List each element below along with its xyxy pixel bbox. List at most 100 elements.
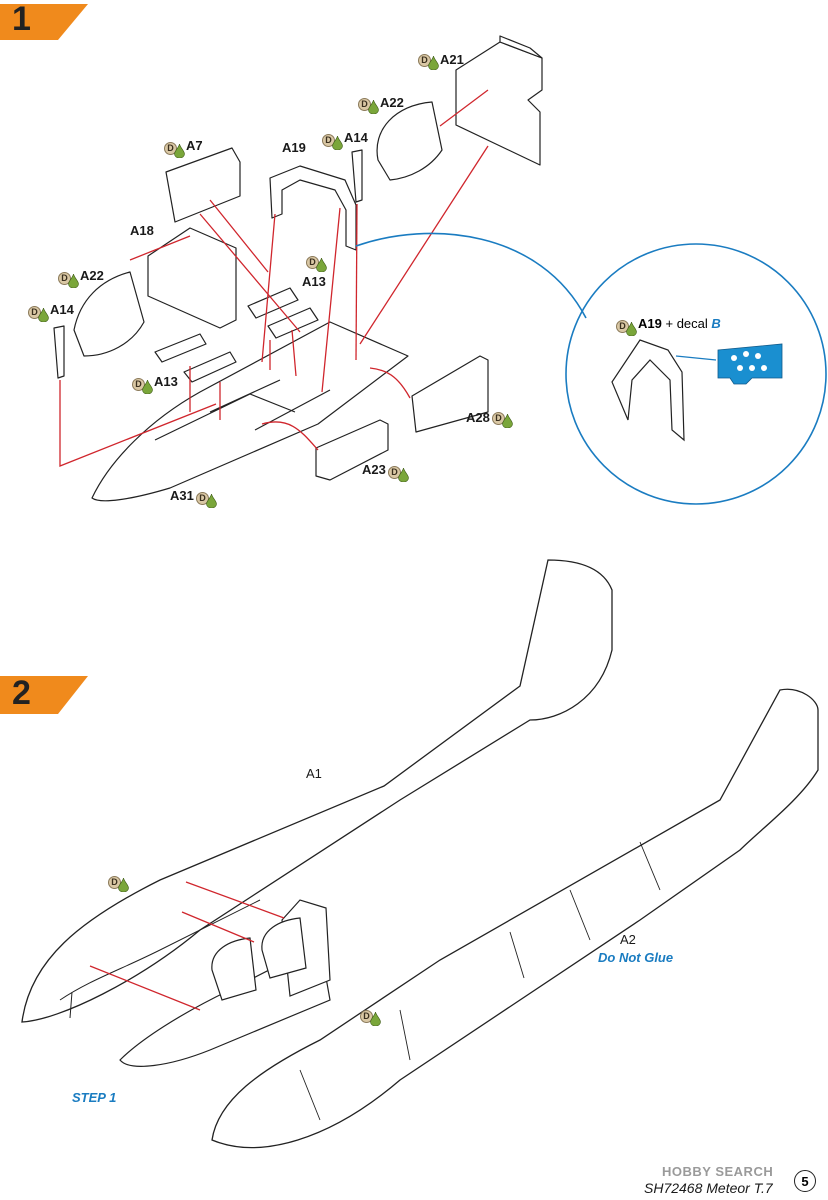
guide-a7 xyxy=(199,199,301,333)
paint-badge: D xyxy=(58,268,79,288)
guide-a13 xyxy=(189,329,297,420)
part-a19-panel xyxy=(269,165,357,251)
do-not-glue-note: Do Not Glue xyxy=(598,950,674,965)
paint-badge: D xyxy=(388,462,409,482)
paint-badge: D xyxy=(360,1006,381,1026)
paint-code: D xyxy=(322,133,335,147)
paint-drop-icon xyxy=(368,100,379,114)
paint-code: D xyxy=(358,97,371,111)
step-2-number: 2 xyxy=(12,674,31,712)
paint-drop-icon xyxy=(316,258,327,272)
paint-badge: D xyxy=(132,374,153,394)
paint-badge: D xyxy=(322,130,343,150)
decal-dial xyxy=(737,365,743,371)
label-a2: A2 xyxy=(620,932,636,947)
label-a23: A23 xyxy=(362,462,386,477)
decal-dial xyxy=(761,365,767,371)
part-a21-bulkhead xyxy=(455,41,543,166)
step-1-tab xyxy=(0,4,88,40)
guide-a14-top xyxy=(355,203,358,361)
paint-badge: D xyxy=(616,316,637,336)
part-a2-panel-lines xyxy=(299,841,661,1121)
paint-drop-icon xyxy=(206,494,217,508)
assembly-seat-rear xyxy=(261,917,307,979)
paint-badge: D xyxy=(28,302,49,322)
paint-code: D xyxy=(164,141,177,155)
paint-code: D xyxy=(492,411,505,425)
paint-code: D xyxy=(360,1009,373,1023)
guide-a22-top xyxy=(439,89,489,127)
paint-drop-icon xyxy=(68,274,79,288)
callout-part: A19 xyxy=(638,316,662,331)
part-a1-fuselage xyxy=(21,559,613,1023)
paint-code: D xyxy=(196,491,209,505)
part-a18-block xyxy=(147,227,237,329)
kit-code: SH72468 Meteor T.7 xyxy=(644,1180,773,1196)
assembly-seat-front xyxy=(211,937,257,1001)
paint-badge: D xyxy=(306,252,327,272)
paint-drop-icon xyxy=(174,144,185,158)
callout-circle xyxy=(565,243,827,505)
paint-badge: D xyxy=(358,94,379,114)
label-a21: A21 xyxy=(440,52,464,67)
watermark: HOBBY SEARCH xyxy=(662,1164,774,1179)
paint-code: D xyxy=(108,875,121,889)
paint-code: D xyxy=(388,465,401,479)
callout-arrow xyxy=(675,355,717,361)
part-a13-seat-left-2 xyxy=(183,351,237,383)
decal-dial xyxy=(731,355,737,361)
decal-dial xyxy=(755,353,761,359)
part-a14-stick-left xyxy=(53,325,65,379)
label-a22-left: A22 xyxy=(80,268,104,283)
label-a19: A19 xyxy=(282,140,306,155)
part-a14-stick-top xyxy=(351,149,363,203)
paint-badge: D xyxy=(164,138,185,158)
part-a22-seatback-top xyxy=(376,101,443,181)
label-a14-left: A14 xyxy=(50,302,74,317)
part-a22-seat-left xyxy=(73,271,145,357)
guide-a14-left xyxy=(59,380,217,467)
label-a18: A18 xyxy=(130,223,154,238)
decal-b xyxy=(717,343,783,385)
guide-a21 xyxy=(359,145,489,345)
paint-drop-icon xyxy=(118,878,129,892)
callout-leader xyxy=(355,232,587,319)
part-a31-cockpit-floor xyxy=(91,321,409,502)
paint-drop-icon xyxy=(626,322,637,336)
paint-badge: D xyxy=(108,872,129,892)
guide-a28 xyxy=(369,367,411,399)
label-a22-top: A22 xyxy=(380,95,404,110)
label-a28: A28 xyxy=(466,410,490,425)
paint-drop-icon xyxy=(370,1012,381,1026)
callout-panel-a19 xyxy=(611,339,685,442)
label-a1: A1 xyxy=(306,766,322,781)
part-a7-side-panel xyxy=(165,147,241,223)
paint-code: D xyxy=(418,53,431,67)
step-1-reference: STEP 1 xyxy=(72,1090,117,1105)
paint-drop-icon xyxy=(38,308,49,322)
guide-a19 xyxy=(261,207,341,393)
paint-code: D xyxy=(132,377,145,391)
guide-a23 xyxy=(261,421,319,451)
part-a21-top xyxy=(499,35,543,59)
callout-plus-text: + decal xyxy=(665,316,708,331)
part-a2-fuselage xyxy=(211,688,819,1149)
page-number: 5 xyxy=(794,1170,816,1192)
part-a13-seat-left-1 xyxy=(154,333,207,363)
paint-drop-icon xyxy=(502,414,513,428)
paint-badge: D xyxy=(492,408,513,428)
paint-code: D xyxy=(616,319,629,333)
paint-code: D xyxy=(58,271,71,285)
step-2-tab xyxy=(0,676,88,714)
paint-drop-icon xyxy=(428,56,439,70)
label-a14-top: A14 xyxy=(344,130,368,145)
part-a1-inner xyxy=(59,899,261,1019)
decal-dial xyxy=(749,365,755,371)
callout-caption: A19 + decal B xyxy=(638,316,721,331)
label-a7: A7 xyxy=(186,138,203,153)
step-1-number: 1 xyxy=(12,0,31,38)
part-a13-seat-right-1 xyxy=(247,287,299,319)
paint-drop-icon xyxy=(332,136,343,150)
paint-badge: D xyxy=(196,488,217,508)
